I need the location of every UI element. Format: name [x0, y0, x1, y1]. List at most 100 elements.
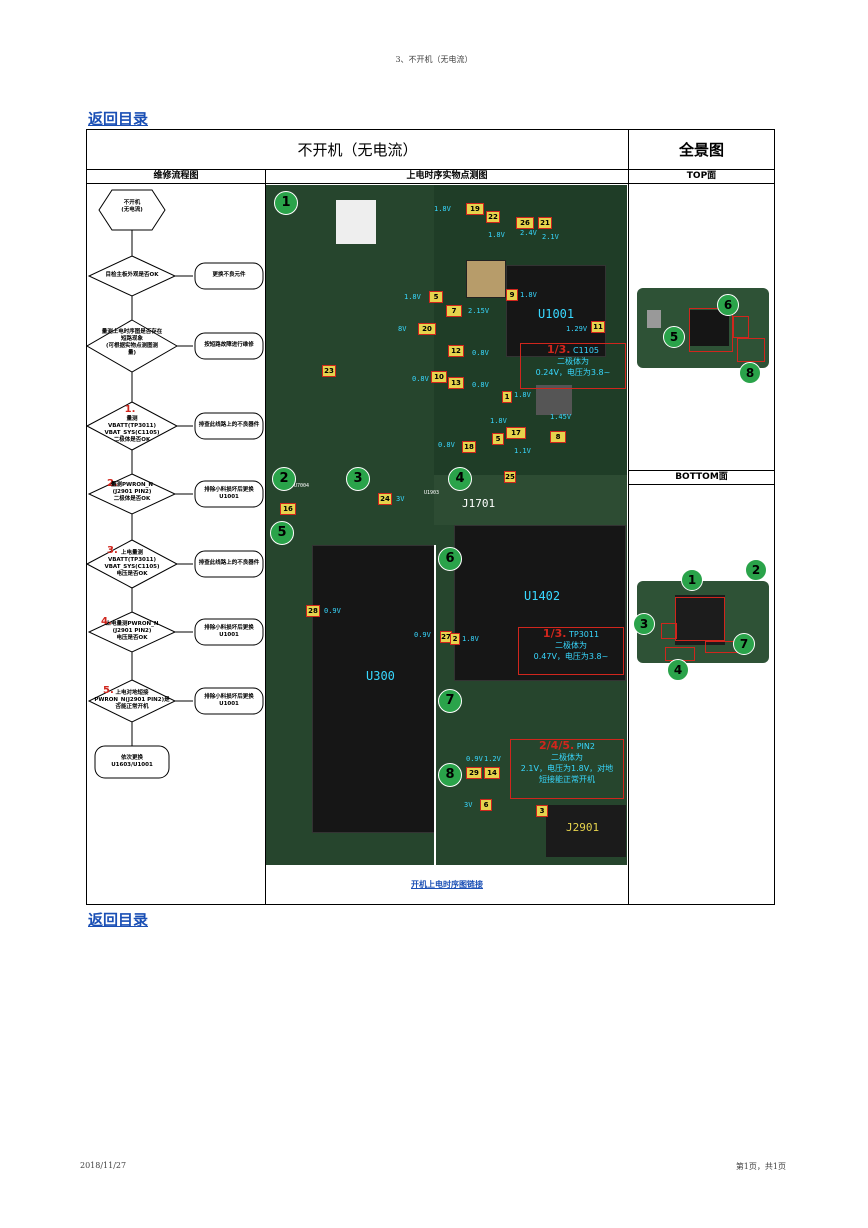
- label-u1402: U1402: [524, 589, 561, 603]
- bottom-marker-1: 1: [681, 569, 703, 592]
- flow-a3: 排除小料损坏后更换 U1001: [204, 487, 254, 500]
- tp-18: 18: [462, 441, 476, 453]
- volt-21: 1.8V: [462, 635, 479, 643]
- flow-q2: 量测 VBATT(TP3011) VBAT_SYS(C1105) 二极体是否OK: [104, 416, 160, 443]
- top-subtitle: TOP面: [628, 169, 775, 184]
- tp-20: 20: [418, 323, 436, 335]
- tp-6: 6: [480, 799, 492, 811]
- tp-5a: 5: [429, 291, 443, 303]
- flow-a5: 排除小料损坏后更换 U1001: [204, 625, 254, 638]
- volt-17: 1.1V: [514, 447, 531, 455]
- bottom-view-cell: 1 2 3 7 4: [628, 484, 775, 905]
- marker-1: 1: [274, 191, 298, 215]
- label-j1701: J1701: [462, 497, 496, 510]
- bottom-marker-3: 3: [633, 613, 655, 636]
- photo-subtitle: 上电时序实物点测图: [265, 169, 629, 184]
- volt-8: 8V: [398, 325, 407, 333]
- note-pin2: 2/4/5. PIN2 二极体为 2.1V，电压为1.8V，对地 短接能正常开机: [510, 739, 624, 799]
- flow-q6: 上电对地短接 PWRON_N(J2901 PIN2)是 否能正常开机: [94, 690, 170, 710]
- tp-16: 16: [280, 503, 296, 515]
- back-to-toc-link-bottom[interactable]: 返回目录: [88, 911, 149, 929]
- top-marker-5: 5: [663, 326, 685, 348]
- tp-7: 7: [446, 305, 462, 317]
- volt-1: 1.8V: [434, 205, 451, 213]
- volt-19: 0.9V: [324, 607, 341, 615]
- flow-num-5: 5.: [103, 685, 114, 696]
- top-marker-6: 6: [717, 294, 739, 316]
- flow-num-2: 2.: [107, 478, 118, 489]
- marker-2: 2: [272, 467, 296, 491]
- volt-13: 1.8V: [514, 391, 531, 399]
- volt-3: 2.4V: [520, 229, 537, 237]
- tp-17: 17: [506, 427, 526, 439]
- bottom-marker-4: 4: [667, 659, 689, 682]
- top-board-image: [637, 288, 769, 368]
- tp-23: 23: [322, 365, 336, 377]
- volt-15: 1.8V: [490, 417, 507, 425]
- back-to-toc-link-top[interactable]: 返回目录: [88, 110, 149, 128]
- tp-9: 9: [506, 289, 518, 301]
- tp-3: 3: [536, 805, 548, 817]
- chip-u1402: [454, 525, 626, 681]
- volt-9: 1.29V: [566, 325, 588, 333]
- label-u300: U300: [366, 669, 395, 683]
- flow-num-4: 4.: [101, 616, 112, 627]
- tp-19: 19: [466, 203, 484, 215]
- note-c1105: 1/3. C1105 二极体为 0.24V，电压为3.8~: [520, 343, 626, 389]
- flow-num-3: 3.: [107, 545, 118, 556]
- tp-22: 22: [486, 211, 500, 223]
- flow-q0: 目检主板外观是否OK: [105, 272, 159, 278]
- footer-page: 第1页，共1页: [735, 1162, 786, 1171]
- flowchart: 不开机 (无电流) 目检主板外观是否OK 更换不良元件 量测上电时序图是否存在 …: [86, 183, 266, 905]
- volt-4: 2.1V: [542, 233, 559, 241]
- power-sequence-link[interactable]: 开机上电时序图链接: [411, 880, 483, 889]
- flow-q1: 量测上电时序图是否存在 短路现象 (可根据实物点测图测 量): [101, 329, 163, 356]
- tp-29: 29: [466, 767, 482, 779]
- flow-lines: [87, 189, 264, 779]
- flow-a1: 按短路故障进行维修: [204, 342, 254, 348]
- tp-1: 1: [502, 391, 512, 403]
- photo-cell: U1001 U1402 U300 J1701 J2901 U1903 U7004…: [265, 183, 629, 905]
- flow-q5: 上电量测PWRON_N (J2901 PIN2) 电压是否OK: [105, 621, 159, 641]
- tp-21: 21: [538, 217, 552, 229]
- volt-23: 1.2V: [484, 755, 501, 763]
- volt-16: 0.8V: [438, 441, 455, 449]
- bottom-marker-2: 2: [745, 559, 767, 582]
- flow-q4: 上电量测 VBATT(TP3011) VBAT_SYS(C1105) 电压是否O…: [104, 550, 160, 577]
- footer-date: 2018/11/27: [80, 1161, 127, 1170]
- flow-subtitle: 维修流程图: [86, 169, 266, 184]
- volt-14: 1.45V: [550, 413, 572, 421]
- bottom-marker-7: 7: [733, 633, 755, 656]
- tp-8: 8: [550, 431, 566, 443]
- marker-4: 4: [448, 467, 472, 491]
- bottom-subtitle: BOTTOM面: [628, 470, 775, 486]
- flow-end: 依次更换 U1603/U1001: [111, 755, 153, 768]
- chip-u300: [312, 545, 436, 833]
- tp-14: 14: [484, 767, 500, 779]
- flow-num-1: 1.: [124, 404, 136, 415]
- pcb-photo: U1001 U1402 U300 J1701 J2901 U1903 U7004…: [266, 185, 627, 865]
- top-marker-8: 8: [739, 362, 761, 384]
- marker-7: 7: [438, 689, 462, 713]
- top-view-cell: 6 5 8: [628, 182, 775, 472]
- marker-5: 5: [270, 521, 294, 545]
- flow-a2: 排查此线路上的不良器件: [198, 422, 260, 428]
- volt-20: 0.9V: [414, 631, 431, 639]
- panorama-title: 全景图: [628, 129, 775, 170]
- label-j2901: J2901: [566, 821, 600, 834]
- tp-11: 11: [591, 321, 605, 333]
- volt-12: 0.8V: [472, 381, 489, 389]
- tp-24: 24: [378, 493, 392, 505]
- flow-a6: 排除小料损坏后更换 U1001: [204, 694, 254, 707]
- marker-8: 8: [438, 763, 462, 787]
- volt-2: 1.8V: [488, 231, 505, 239]
- qr-label: [336, 200, 376, 244]
- volt-7: 2.15V: [468, 307, 490, 315]
- tp-10: 10: [431, 371, 447, 383]
- main-table: 不开机（无电流） 全景图 维修流程图 上电时序实物点测图 TOP面: [86, 129, 775, 905]
- table-title: 不开机（无电流）: [86, 129, 629, 170]
- volt-22: 0.9V: [466, 755, 483, 763]
- label-u1903: U1903: [424, 490, 440, 496]
- tp-28: 28: [306, 605, 320, 617]
- volt-6: 1.8V: [520, 291, 537, 299]
